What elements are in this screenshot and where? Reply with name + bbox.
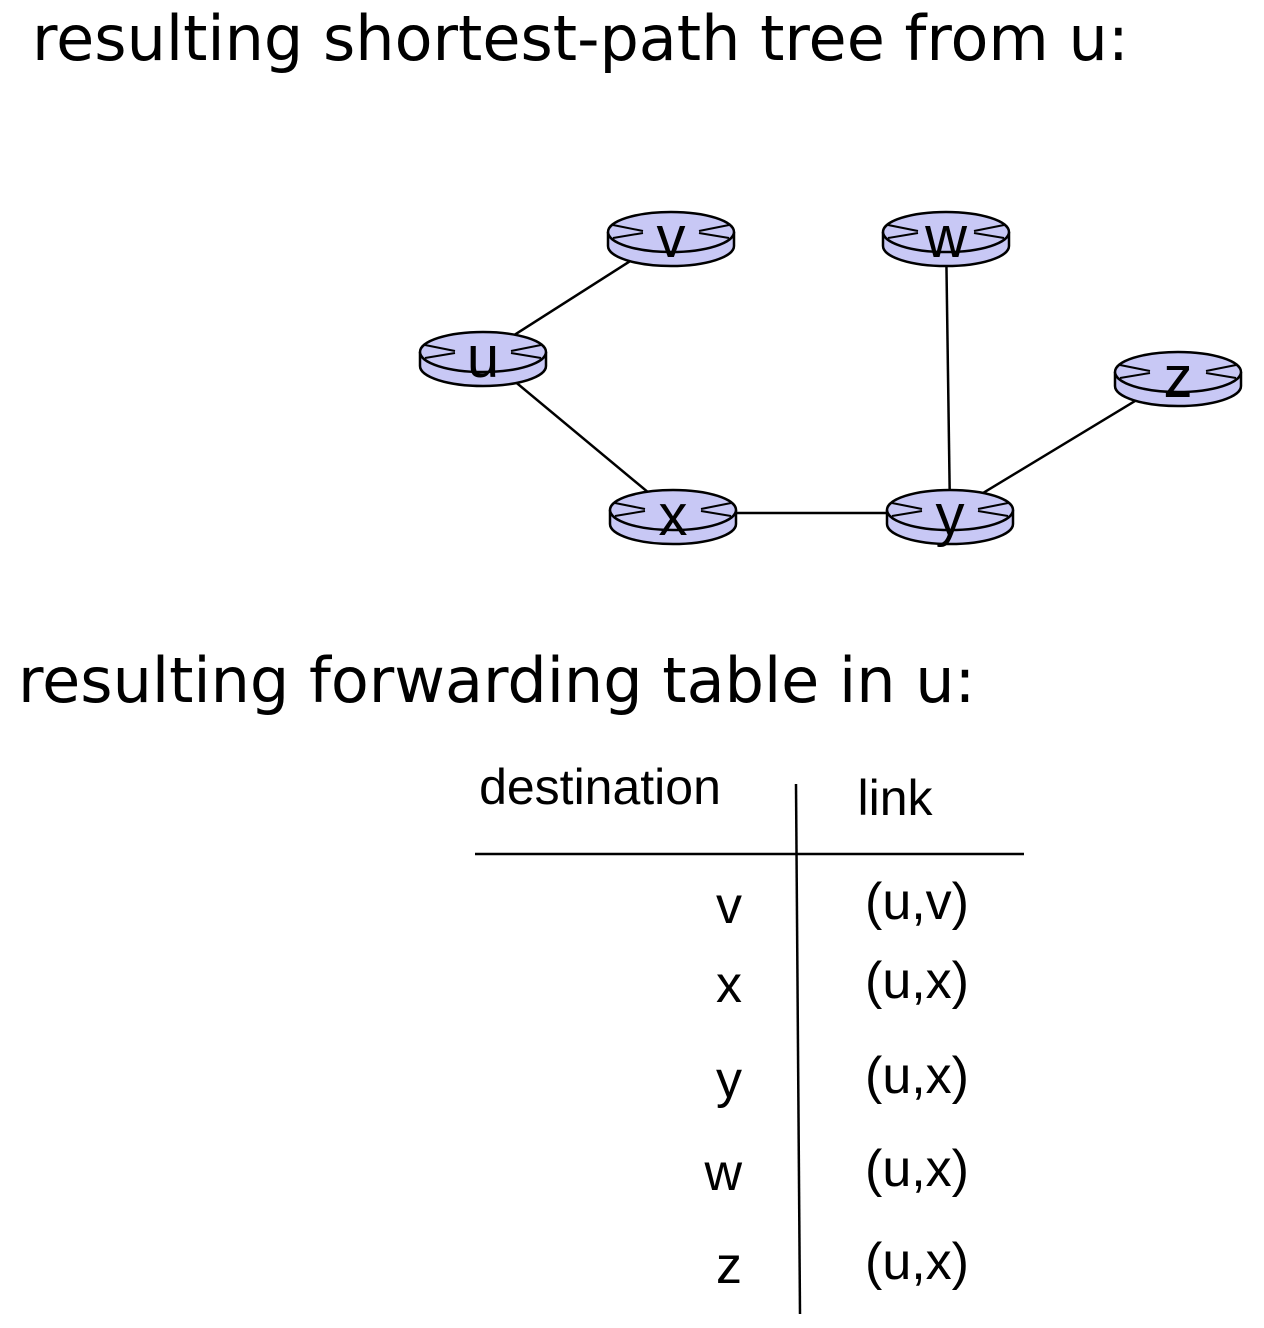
destination-cell: x [716, 956, 742, 1014]
router-x: x [608, 483, 738, 548]
destination-cell: w [703, 1144, 742, 1202]
link-cell: (u,v) [865, 873, 969, 931]
routers: u v w x y z [418, 205, 1243, 548]
router-label-v: v [657, 205, 686, 270]
link-cell: (u,x) [865, 1140, 969, 1198]
link-cell: (u,x) [865, 1047, 969, 1105]
router-z: z [1113, 345, 1243, 410]
link-column-header: link [857, 770, 933, 826]
table-rows: v (u,v) x (u,x) y (u,x) w (u,x) z (u,x) [703, 873, 969, 1295]
tree-heading: resulting shortest-path tree from u: [32, 2, 1129, 75]
table-column-divider [794, 783, 802, 1315]
destination-cell: z [716, 1237, 742, 1295]
router-label-w: w [924, 205, 968, 270]
destination-cell: v [716, 877, 742, 935]
tree-links [482, 233, 1179, 515]
router-label-u: u [467, 325, 499, 390]
forwarding-table: destination link v (u,v) x (u,x) y (u,x) w (u,x… [475, 759, 1024, 1315]
router-label-x: x [659, 483, 688, 548]
table-heading: resulting forwarding table in u: [18, 644, 976, 717]
router-v: v [606, 205, 736, 270]
link-cell: (u,x) [865, 952, 969, 1010]
destination-column-header: destination [479, 759, 721, 815]
link-cell: (u,x) [865, 1233, 969, 1291]
router-label-z: z [1164, 345, 1193, 410]
router-w: w [881, 205, 1011, 270]
router-label-y: y [936, 483, 965, 548]
router-u: u [418, 325, 548, 390]
router-y: y [885, 483, 1015, 548]
link-y-w [944, 234, 952, 514]
destination-cell: y [716, 1051, 742, 1109]
